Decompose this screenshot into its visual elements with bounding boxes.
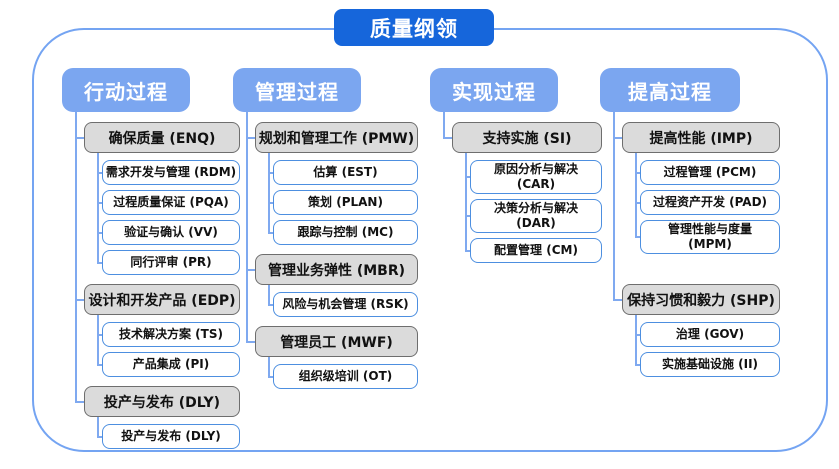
group-edp: 设计和开发产品 (EDP) 技术解决方案 (TS) 产品集成 (PI): [62, 284, 240, 377]
column-management-process: 管理过程 规划和管理工作 (PMW) 估算 (EST) 策划 (PLAN) 跟踪…: [233, 68, 418, 389]
leaf-node-cm: 配置管理 (CM): [470, 238, 602, 263]
group-shp: 保持习惯和毅力 (SHP) 治理 (GOV) 实施基础设施 (II): [600, 284, 780, 377]
leaf-node-ot: 组织级培训 (OT): [273, 364, 418, 389]
group-node-edp: 设计和开发产品 (EDP): [84, 284, 240, 315]
group-pmw: 规划和管理工作 (PMW) 估算 (EST) 策划 (PLAN) 跟踪与控制 (…: [233, 122, 418, 245]
group-node-shp: 保持习惯和毅力 (SHP): [622, 284, 780, 315]
leaf-node-ii: 实施基础设施 (II): [640, 352, 780, 377]
leaf-node-pcm: 过程管理 (PCM): [640, 160, 780, 185]
group-node-pmw: 规划和管理工作 (PMW): [255, 122, 418, 153]
leaf-node-dly: 投产与发布 (DLY): [102, 424, 240, 449]
group-imp: 提高性能 (IMP) 过程管理 (PCM) 过程资产开发 (PAD) 管理性能与…: [600, 122, 780, 254]
leaf-node-mc: 跟踪与控制 (MC): [273, 220, 418, 245]
group-node-mwf: 管理员工 (MWF): [255, 326, 418, 357]
column-header-realization-process: 实现过程: [430, 68, 558, 112]
group-mwf: 管理员工 (MWF) 组织级培训 (OT): [233, 326, 418, 389]
column-header-action-process: 行动过程: [62, 68, 190, 112]
group-node-imp: 提高性能 (IMP): [622, 122, 780, 153]
group-node-mbr: 管理业务弹性 (MBR): [255, 254, 418, 285]
leaf-node-pr: 同行评审 (PR): [102, 250, 240, 275]
leaf-node-vv: 验证与确认 (VV): [102, 220, 240, 245]
column-improvement-process: 提高过程 提高性能 (IMP) 过程管理 (PCM) 过程资产开发 (PAD) …: [600, 68, 780, 377]
leaf-node-gov: 治理 (GOV): [640, 322, 780, 347]
column-realization-process: 实现过程 支持实施 (SI) 原因分析与解决 (CAR) 决策分析与解决 (DA…: [430, 68, 602, 263]
leaf-node-dar: 决策分析与解决 (DAR): [470, 199, 602, 233]
leaf-node-pqa: 过程质量保证 (PQA): [102, 190, 240, 215]
column-header-improvement-process: 提高过程: [600, 68, 740, 112]
group-si: 支持实施 (SI) 原因分析与解决 (CAR) 决策分析与解决 (DAR) 配置…: [430, 122, 602, 263]
leaf-node-plan: 策划 (PLAN): [273, 190, 418, 215]
column-action-process: 行动过程 确保质量 (ENQ) 需求开发与管理 (RDM) 过程质量保证 (PQ…: [62, 68, 240, 449]
group-node-dly: 投产与发布 (DLY): [84, 386, 240, 417]
leaf-node-est: 估算 (EST): [273, 160, 418, 185]
leaf-node-pad: 过程资产开发 (PAD): [640, 190, 780, 215]
diagram-title: 质量纲领: [334, 9, 494, 46]
leaf-node-pi: 产品集成 (PI): [102, 352, 240, 377]
leaf-node-mpm: 管理性能与度量 (MPM): [640, 220, 780, 254]
group-node-enq: 确保质量 (ENQ): [84, 122, 240, 153]
leaf-node-rdm: 需求开发与管理 (RDM): [102, 160, 240, 185]
group-mbr: 管理业务弹性 (MBR) 风险与机会管理 (RSK): [233, 254, 418, 317]
leaf-node-ts: 技术解决方案 (TS): [102, 322, 240, 347]
leaf-node-car: 原因分析与解决 (CAR): [470, 160, 602, 194]
group-dly: 投产与发布 (DLY) 投产与发布 (DLY): [62, 386, 240, 449]
group-node-si: 支持实施 (SI): [452, 122, 602, 153]
column-header-management-process: 管理过程: [233, 68, 361, 112]
group-enq: 确保质量 (ENQ) 需求开发与管理 (RDM) 过程质量保证 (PQA) 验证…: [62, 122, 240, 275]
leaf-node-rsk: 风险与机会管理 (RSK): [273, 292, 418, 317]
